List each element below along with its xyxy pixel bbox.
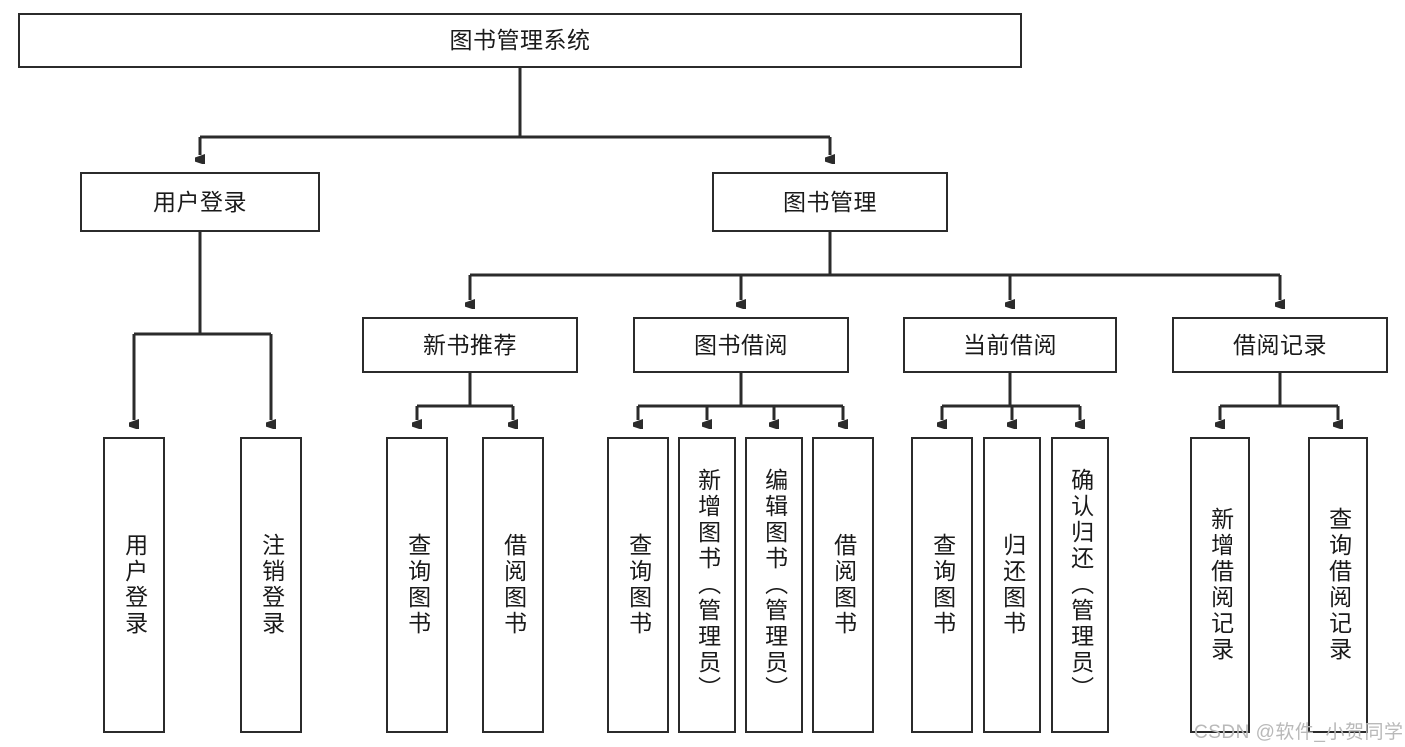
leaf-user-login-label: 用户登录 — [121, 533, 148, 637]
node-book-borrow[interactable]: 图书借阅 — [633, 317, 849, 373]
node-book-management-label: 图书管理 — [783, 188, 877, 215]
leaf-add-borrow-record-label: 新增借阅记录 — [1207, 507, 1234, 663]
leaf-query-book-borrow[interactable]: 查询图书 — [607, 437, 669, 733]
node-new-book-recommend-label: 新书推荐 — [423, 331, 517, 358]
node-current-borrow[interactable]: 当前借阅 — [903, 317, 1117, 373]
leaf-confirm-return-admin[interactable]: 确认归还（管理员） — [1051, 437, 1109, 733]
node-borrow-record-label: 借阅记录 — [1233, 331, 1327, 358]
node-current-borrow-label: 当前借阅 — [963, 331, 1057, 358]
leaf-query-borrow-record-label: 查询借阅记录 — [1325, 507, 1352, 663]
leaf-borrow-book-newbook[interactable]: 借阅图书 — [482, 437, 544, 733]
node-new-book-recommend[interactable]: 新书推荐 — [362, 317, 578, 373]
leaf-edit-book-admin-label: 编辑图书（管理员） — [761, 468, 788, 702]
leaf-add-borrow-record[interactable]: 新增借阅记录 — [1190, 437, 1250, 733]
node-book-borrow-label: 图书借阅 — [694, 331, 788, 358]
node-root-label: 图书管理系统 — [449, 27, 591, 54]
leaf-logout[interactable]: 注销登录 — [240, 437, 302, 733]
node-borrow-record[interactable]: 借阅记录 — [1172, 317, 1388, 373]
leaf-return-book-label: 归还图书 — [999, 533, 1026, 637]
leaf-query-book-current[interactable]: 查询图书 — [911, 437, 973, 733]
leaf-add-book-admin[interactable]: 新增图书（管理员） — [678, 437, 736, 733]
leaf-query-book-newbook-label: 查询图书 — [404, 533, 431, 637]
leaf-borrow-book-newbook-label: 借阅图书 — [500, 533, 527, 637]
leaf-add-book-admin-label: 新增图书（管理员） — [694, 468, 721, 702]
leaf-borrow-book-label: 借阅图书 — [830, 533, 857, 637]
node-user-login[interactable]: 用户登录 — [80, 172, 320, 232]
node-root[interactable]: 图书管理系统 — [18, 13, 1022, 68]
leaf-edit-book-admin[interactable]: 编辑图书（管理员） — [745, 437, 803, 733]
leaf-query-book-current-label: 查询图书 — [929, 533, 956, 637]
node-book-management[interactable]: 图书管理 — [712, 172, 948, 232]
leaf-user-login[interactable]: 用户登录 — [103, 437, 165, 733]
leaf-confirm-return-admin-label: 确认归还（管理员） — [1067, 468, 1094, 702]
leaf-borrow-book[interactable]: 借阅图书 — [812, 437, 874, 733]
leaf-return-book[interactable]: 归还图书 — [983, 437, 1041, 733]
leaf-logout-label: 注销登录 — [258, 533, 285, 637]
leaf-query-book-borrow-label: 查询图书 — [625, 533, 652, 637]
leaf-query-borrow-record[interactable]: 查询借阅记录 — [1308, 437, 1368, 733]
watermark: CSDN @软件_小贺同学 — [1194, 722, 1404, 743]
leaf-query-book-newbook[interactable]: 查询图书 — [386, 437, 448, 733]
node-user-login-label: 用户登录 — [153, 188, 247, 215]
